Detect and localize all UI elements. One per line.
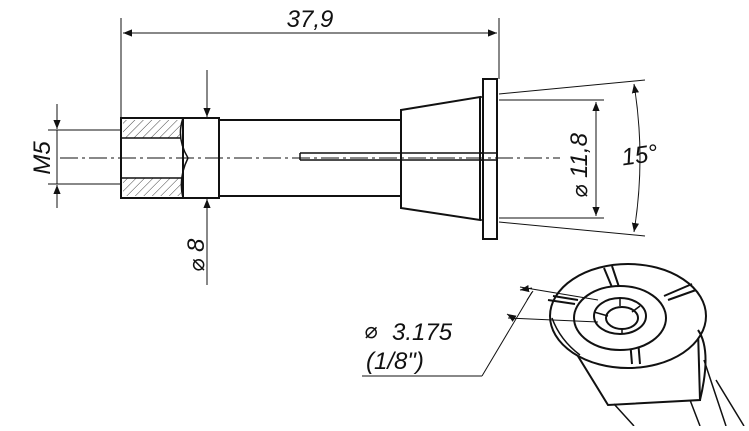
collet-iso-view [547,263,745,427]
shank-diameter-label: ⌀ 8 [183,238,210,272]
thread-label: M5 [29,141,56,175]
bore-diameter-value: 3.175 [392,319,453,346]
bore-inch-value: (1/8") [366,348,424,375]
thread-hatch-top [123,120,181,138]
dim-overall-length [120,18,500,118]
thread-hatch-bottom [123,178,181,196]
flange-diameter-value: 11,8 [566,132,593,178]
collet-side-view [120,78,498,240]
flange-diameter-label: ⌀ 11,8 [566,132,593,198]
dim-bore-diameter [362,284,599,377]
overall-length-label: 37,9 [287,6,334,33]
bore-diameter-label: ⌀ 3.175 (1/8") [364,318,453,375]
flange [482,78,498,240]
dim-taper-angle [498,79,646,237]
dim-thread [48,104,121,208]
diameter-symbol-2: ⌀ [567,184,592,198]
shank-diameter-value: 8 [183,238,210,252]
diameter-symbol: ⌀ [184,258,209,272]
diameter-symbol-3: ⌀ [364,318,378,343]
taper-angle-label: 15° [620,140,660,172]
dim-flange-diameter [499,99,604,219]
